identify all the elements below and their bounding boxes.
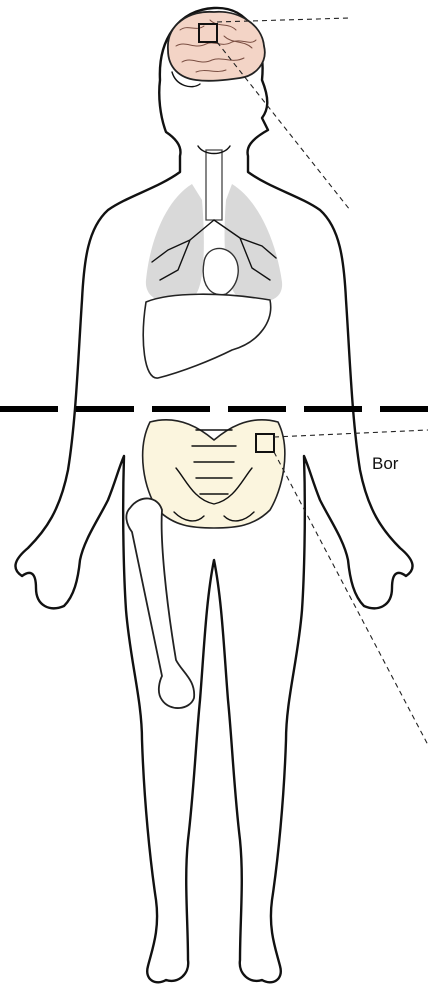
heart-icon (203, 248, 238, 294)
bone-callout-label: Bor (372, 454, 399, 473)
brain-icon (168, 12, 265, 87)
